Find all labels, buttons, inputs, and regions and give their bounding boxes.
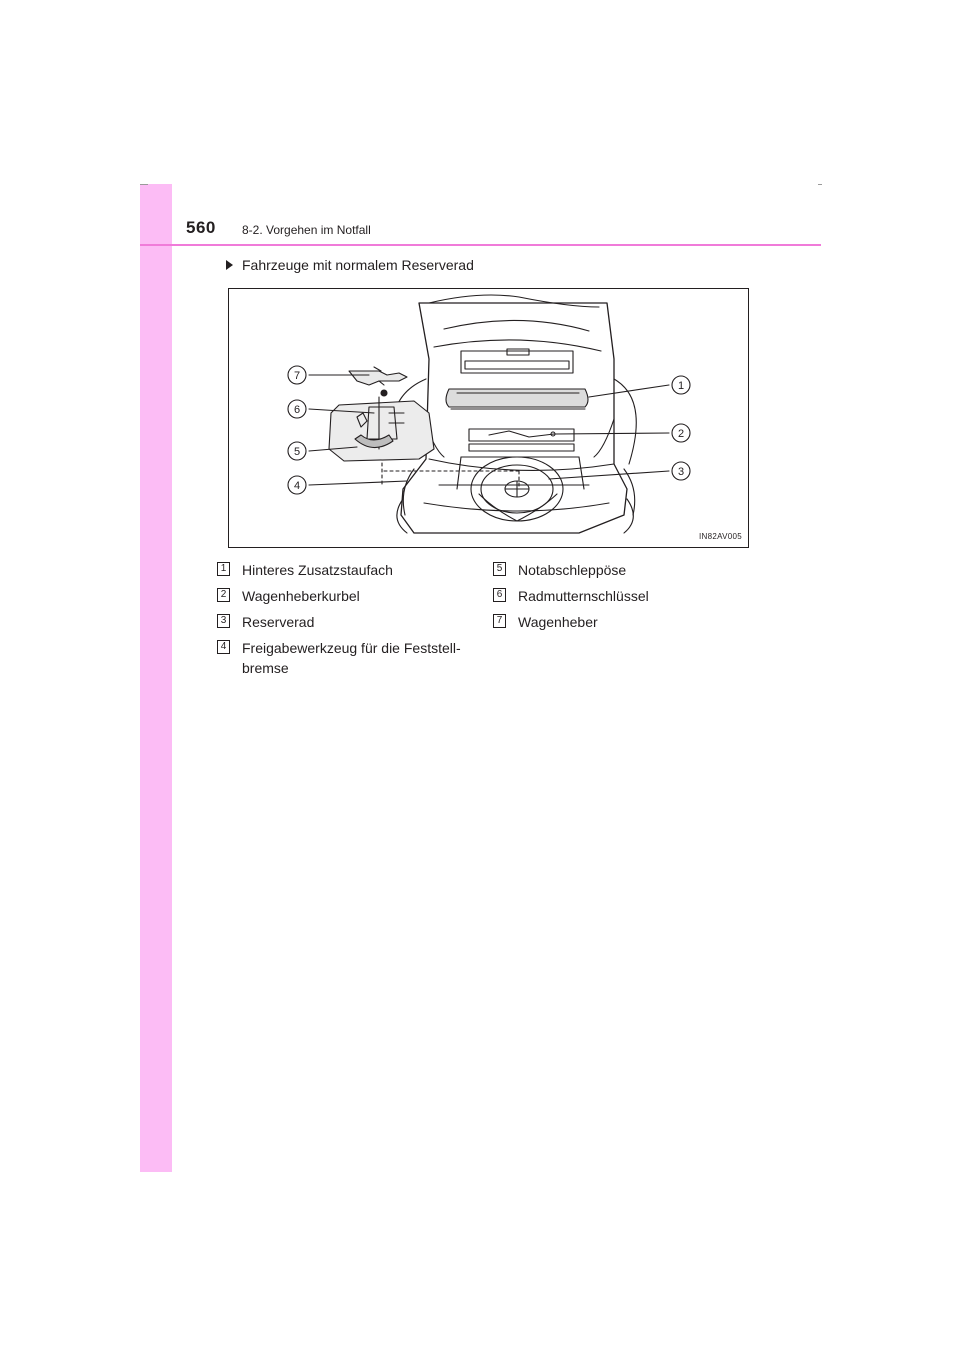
callout-4: 4 [294,480,300,492]
callout-5: 5 [294,446,300,458]
legend-number: 6 [493,588,506,602]
page-number: 560 [186,218,216,238]
legend-label: Wagenheberkurbel [242,586,360,606]
header-band-accent [140,184,172,244]
legend-label: Hinteres Zusatzstaufach [242,560,393,580]
legend-number: 1 [217,562,230,576]
legend-label: Reserverad [242,612,314,632]
callout-6: 6 [294,404,300,416]
legend-label: Wagenheber [518,612,598,632]
crop-mark [818,184,822,185]
legend-label-continued: bremse [242,658,289,678]
section-title: 8-2. Vorgehen im Notfall [242,223,371,237]
side-thumb-band [140,184,172,1172]
trunk-illustration: 7 6 5 4 1 2 3 IN82AV005 [228,288,749,548]
callout-1: 1 [678,380,684,392]
legend-number: 2 [217,588,230,602]
triangle-bullet-icon [226,260,233,270]
subheading-text: Fahrzeuge mit normalem Reserverad [242,257,474,273]
legend-label: Notabschleppöse [518,560,626,580]
legend-label: Radmutternschlüssel [518,586,649,606]
subheading: Fahrzeuge mit normalem Reserverad [226,257,474,273]
legend-number: 3 [217,614,230,628]
trunk-drawing: 7 6 5 4 1 2 3 [229,289,750,549]
callout-3: 3 [678,466,684,478]
legend-number: 5 [493,562,506,576]
header-rule [140,244,821,246]
legend-number: 4 [217,640,230,654]
callout-7: 7 [294,370,300,382]
figure-code: IN82AV005 [699,532,742,541]
legend-label: Freigabewerkzeug für die Feststell- [242,638,461,658]
crop-mark [140,184,148,185]
legend-number: 7 [493,614,506,628]
callout-2: 2 [678,428,684,440]
